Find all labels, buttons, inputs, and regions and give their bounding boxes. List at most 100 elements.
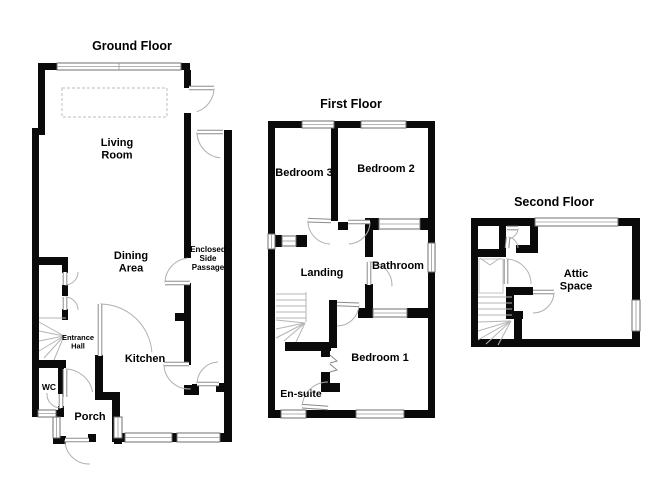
wall-segment [95, 392, 120, 400]
door-swing-arc [532, 291, 555, 314]
label-line: Hall [71, 341, 85, 350]
door-swing-arc [64, 368, 94, 393]
first-floor-plan: First Floor Bedroom 3 Bedroom 2 Landing … [267, 97, 436, 419]
door-swing-arc [505, 258, 532, 285]
wall-segment [358, 308, 373, 318]
wall-segment [172, 433, 177, 442]
label-line: Entrance [62, 333, 94, 342]
wall-segment [530, 226, 538, 253]
stair-line [477, 320, 512, 341]
wall-segment [471, 339, 640, 347]
wall-segment [365, 230, 373, 257]
wall-segment [420, 218, 428, 230]
stair-line [38, 335, 65, 352]
stair-line [485, 320, 512, 345]
wall-segment [268, 121, 302, 128]
label-line: Room [101, 149, 132, 161]
wall-segment [506, 311, 523, 319]
door-swing-arc [163, 363, 191, 390]
wall-segment [499, 226, 506, 250]
wall-segment [428, 272, 435, 418]
stair-line [38, 335, 65, 342]
bedroom-3-label: Bedroom 3 [275, 167, 332, 179]
wall-segment [296, 235, 307, 247]
door-leaf [302, 404, 329, 410]
wall-segment [338, 222, 348, 230]
wall-segment [407, 308, 428, 318]
door-swing-arc [164, 257, 188, 284]
door-swing-arc [196, 87, 215, 113]
wall-segment [331, 128, 338, 221]
wall-segment [224, 130, 232, 442]
wall-segment [32, 360, 66, 368]
wall-segment [38, 63, 57, 70]
wall-segment [88, 434, 96, 442]
stair-line [38, 321, 65, 337]
bedroom-1-label: Bedroom 1 [351, 352, 408, 364]
wall-segment [321, 383, 340, 392]
door-swing-arc [307, 220, 331, 245]
wall-segment [58, 368, 64, 394]
wall-segment [406, 121, 435, 128]
wall-segment [506, 287, 533, 295]
wall-segment [268, 249, 275, 418]
stair-line [53, 335, 65, 361]
wall-segment [175, 313, 185, 321]
en-suite-label: En-suite [280, 388, 322, 400]
wall-segment [516, 245, 530, 253]
first-floor-geometry [267, 120, 436, 419]
wall-segment [471, 218, 478, 347]
door-leaf [307, 218, 332, 223]
door-swing-arc [348, 221, 371, 245]
label-line: Space [560, 280, 592, 292]
bathroom-label: Bathroom [372, 260, 424, 272]
wall-segment [275, 235, 282, 247]
door-swing-arc [99, 303, 153, 353]
stair-line [275, 322, 306, 330]
wall-segment [220, 433, 232, 442]
wall-segment [181, 63, 190, 70]
stair-line [275, 322, 306, 339]
door-swing-arc [196, 361, 219, 385]
wall-segment [114, 438, 122, 444]
wall-segment [184, 70, 191, 88]
wall-segment [38, 63, 45, 130]
wall-segment [268, 121, 275, 234]
wall-segment [404, 410, 435, 418]
second-floor-geometry [471, 217, 641, 347]
bedroom-2-label: Bedroom 2 [357, 163, 414, 175]
wall-segment [268, 410, 281, 418]
landing-label: Landing [301, 267, 344, 279]
wall-segment [62, 285, 68, 296]
wall-segment [306, 410, 356, 418]
first-floor-title: First Floor [320, 97, 382, 111]
door-swing-arc [196, 131, 221, 159]
wall-segment [428, 121, 435, 243]
ground-floor-geometry [32, 62, 232, 465]
wall-segment [184, 113, 191, 258]
label-line: Living [101, 137, 133, 149]
porch-label: Porch [74, 411, 105, 423]
wall-segment [365, 284, 373, 310]
door-leaf [336, 302, 360, 307]
wall-segment [95, 355, 103, 398]
stair-line [43, 335, 65, 359]
wall-segment [618, 218, 640, 226]
label-line: Attic [564, 268, 588, 280]
label-line: Enclosed [190, 245, 226, 254]
stair-line [477, 320, 512, 323]
wall-segment [334, 121, 361, 128]
stair-line [477, 320, 512, 332]
bifold-door [329, 354, 339, 373]
wall-segment [216, 383, 224, 392]
second-floor-title: Second Floor [514, 195, 594, 209]
wall-segment [53, 436, 66, 444]
stair-line [275, 319, 306, 324]
wc-label: WC [42, 382, 56, 392]
wall-segment [32, 128, 39, 417]
